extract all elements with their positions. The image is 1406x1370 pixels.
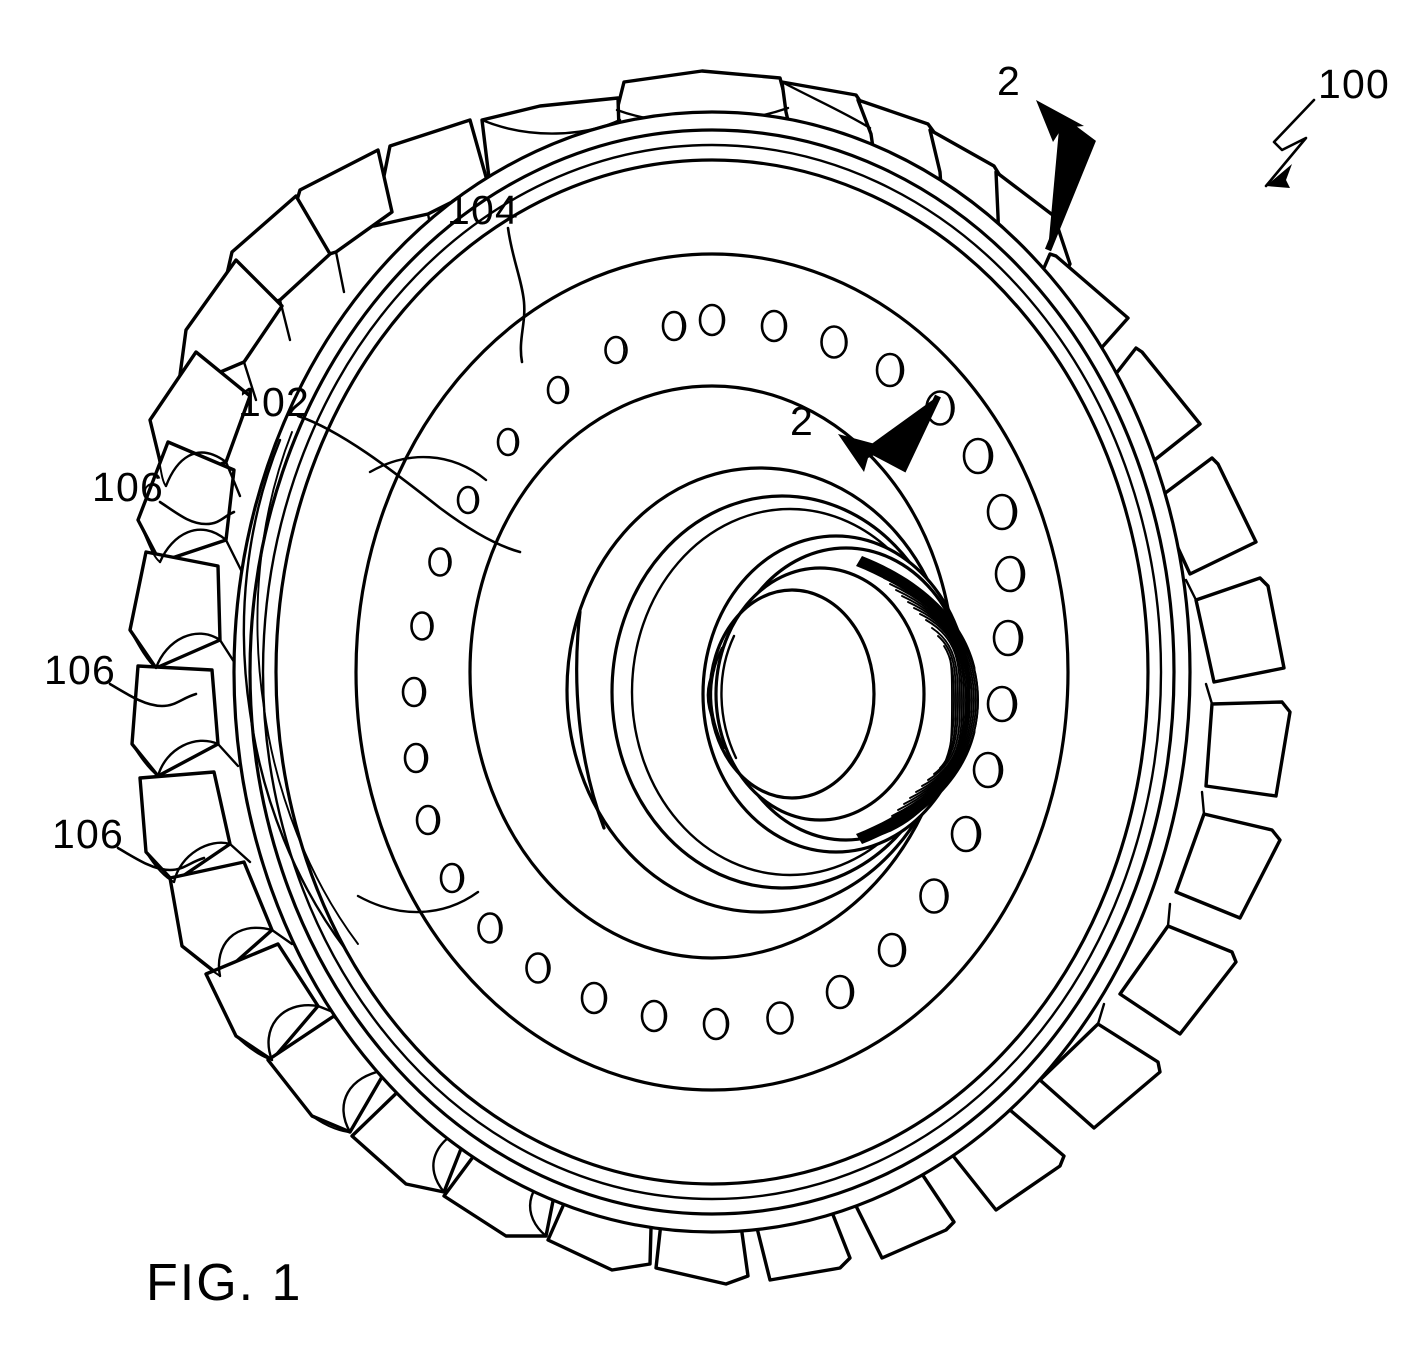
figure-caption: FIG. 1: [146, 1254, 302, 1312]
disk-body: [232, 110, 1192, 1234]
blade: [1204, 700, 1292, 798]
label-106-mid: 106: [44, 647, 116, 693]
blade: [1194, 576, 1286, 684]
rim-third-edge: [261, 143, 1163, 1201]
label-104: 104: [447, 187, 519, 233]
rim-thickness-crescent-2: [256, 431, 359, 945]
leader-106-low: [116, 846, 206, 872]
blade: [128, 550, 222, 670]
bolt-hole-circle: [401, 303, 1026, 1041]
blade: [1038, 1022, 1162, 1130]
bore-inner-lip: [706, 668, 716, 724]
blade: [1174, 812, 1282, 920]
leader-102: [296, 414, 522, 554]
label-106-low: 106: [52, 811, 124, 857]
section-arrows: [838, 100, 1096, 473]
bore-inner-face: [708, 588, 876, 800]
blade: [204, 942, 320, 1062]
leader-100-arrowhead: [1266, 164, 1292, 188]
label-102: 102: [238, 379, 310, 425]
blade-inner-edges: [129, 419, 232, 884]
hub-boss-depth: [575, 610, 606, 830]
leader-106-top: [158, 500, 236, 526]
rim-second-edge: [248, 128, 1176, 1216]
leader-100-zigzag: [1264, 98, 1316, 188]
section-arrow-lower-head: [838, 434, 890, 472]
central-hub: [565, 466, 979, 914]
leader-lines: [108, 98, 1316, 872]
label-106-top: 106: [92, 464, 164, 510]
section-arrow-upper-head: [1036, 100, 1084, 142]
reference-numeral-labels: 100 102 104 106 106 106 2 2 FIG. 1: [44, 58, 1390, 1312]
blade: [130, 664, 220, 778]
leader-106-mid: [108, 682, 198, 708]
section-label-2-upper: 2: [997, 58, 1021, 104]
section-label-2-lower: 2: [790, 398, 814, 444]
rim-inner-edge: [274, 158, 1150, 1186]
rim-thickness-crescent: [242, 438, 348, 952]
bore-wall: [714, 566, 926, 822]
leader-104: [506, 226, 526, 364]
bore-left-lip-2: [720, 634, 738, 760]
label-100: 100: [1318, 61, 1390, 107]
blade: [1118, 924, 1238, 1036]
bore-thread-lines: [856, 556, 979, 844]
